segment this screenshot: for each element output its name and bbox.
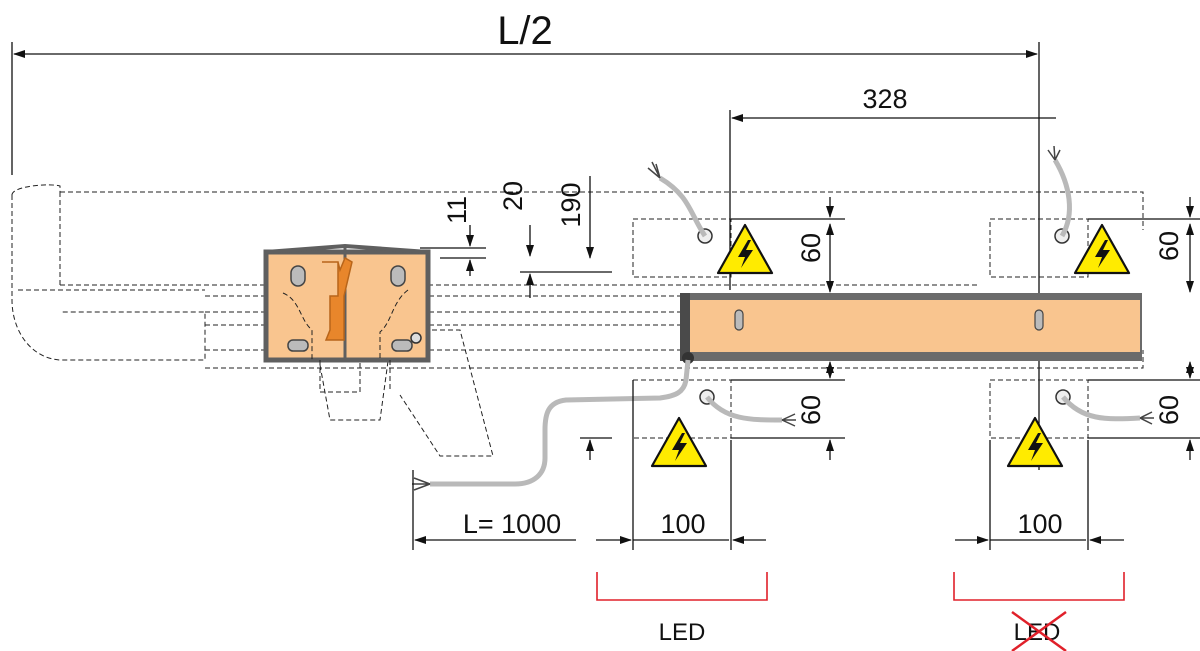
- hazard-zone-bottom-right: [989, 379, 1154, 468]
- dimension-100-right: 100: [955, 440, 1124, 550]
- width-100-right-label: 100: [1017, 509, 1062, 539]
- warning-icon: [650, 416, 708, 468]
- led-left-label: LED: [659, 619, 706, 646]
- hazard-zone-top-left: [632, 161, 774, 278]
- offset-328-label: 328: [862, 84, 907, 114]
- d60-top-left-label: 60: [796, 233, 826, 263]
- dimension-11-20-190: 11 20 190: [420, 176, 612, 460]
- dimension-half-length: L/2: [11, 9, 1040, 470]
- d60-top-right-label: 60: [1154, 231, 1184, 261]
- dimension-100-left: 100: [596, 380, 766, 550]
- dimension-328: 328: [729, 84, 1056, 290]
- gate-arm-outline: [11, 184, 1144, 457]
- hazard-zone-bottom-left: [632, 379, 796, 468]
- d11-label: 11: [442, 196, 472, 224]
- dimension-60-top-right: 60: [1088, 197, 1200, 293]
- cable-length-label: L= 1000: [463, 509, 561, 539]
- mounting-bracket: [263, 243, 431, 393]
- led-bracket-left: LED: [596, 572, 768, 646]
- d190-label: 190: [556, 182, 586, 227]
- warning-icon: [1006, 416, 1064, 468]
- warning-icon: [1073, 223, 1131, 275]
- supply-cable: [412, 359, 691, 491]
- dimension-60-bottom-left: 60: [731, 361, 845, 460]
- cross-out-icon: [1011, 610, 1067, 651]
- led-beam-profile: [680, 293, 1142, 364]
- d20-label: 20: [498, 181, 528, 211]
- d60-bottom-right-label: 60: [1154, 395, 1184, 425]
- dimension-cable-length: L= 1000: [412, 470, 576, 550]
- half-length-label: L/2: [497, 9, 553, 53]
- dimension-60-bottom-right: 60: [1088, 361, 1200, 460]
- hazard-zone-top-right: [989, 145, 1131, 278]
- led-bracket-right: LED: [953, 572, 1125, 651]
- d60-bottom-left-label: 60: [796, 395, 826, 425]
- dimension-60-top-left: 60: [731, 197, 845, 293]
- warning-icon: [716, 223, 774, 275]
- width-100-left-label: 100: [660, 509, 705, 539]
